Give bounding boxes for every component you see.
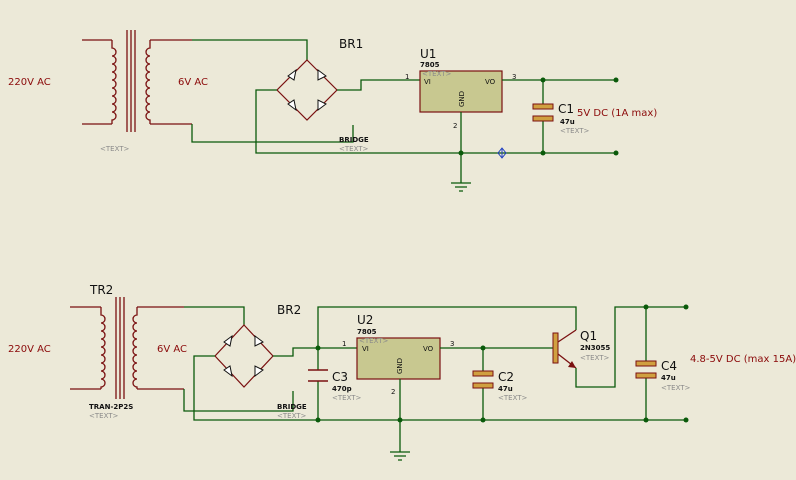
capacitor-c2[interactable] xyxy=(472,370,494,389)
transformer-1-text: <TEXT> xyxy=(100,145,130,153)
u1-pin1-number: 1 xyxy=(405,73,409,81)
u1-pin3-number: 3 xyxy=(512,73,516,81)
wire-br1-plus[interactable] xyxy=(337,79,420,91)
bridge-rectifier-1[interactable] xyxy=(276,59,338,121)
capacitor-c3-text: <TEXT> xyxy=(332,394,362,402)
capacitor-c2-text: <TEXT> xyxy=(498,394,528,402)
capacitor-c1-value: 47u xyxy=(560,118,575,126)
transistor-q1-name: Q1 xyxy=(580,329,597,343)
u1-pin-vo: VO xyxy=(485,78,496,86)
transformer-1[interactable] xyxy=(82,30,192,132)
u2-pin3-number: 3 xyxy=(450,340,454,348)
circuit-1: 220V AC 6V AC <TEXT> BR1 BRIDGE <TEXT> U… xyxy=(8,30,657,192)
capacitor-c1[interactable] xyxy=(532,103,554,122)
wire-gnd-rail-2[interactable] xyxy=(193,355,686,421)
transformer-2-text: <TEXT> xyxy=(89,412,119,420)
capacitor-c1-name: C1 xyxy=(558,102,574,116)
capacitor-c1-text: <TEXT> xyxy=(560,127,590,135)
capacitor-c4-value: 47u xyxy=(661,374,676,382)
wire-top-rail-2[interactable] xyxy=(317,306,577,348)
transistor-q1-part: 2N3055 xyxy=(580,344,610,352)
input-voltage-label-2: 220V AC xyxy=(8,344,51,355)
bridge-2-text: <TEXT> xyxy=(277,412,307,420)
ground-icon xyxy=(451,182,471,192)
circuit-2: TR2 220V AC 6V AC TRAN-2P2S <TEXT> BR2 B… xyxy=(8,283,796,461)
bridge-2-type: BRIDGE xyxy=(277,403,307,411)
regulator-u1-text: <TEXT> xyxy=(422,70,452,78)
regulator-u2-name: U2 xyxy=(357,313,373,327)
capacitor-c4-name: C4 xyxy=(661,359,677,373)
secondary-voltage-label-2: 6V AC xyxy=(157,344,187,355)
bridge-rectifier-2[interactable] xyxy=(214,324,274,388)
wire-tr2-bottom[interactable] xyxy=(183,389,294,412)
wire-br2-plus[interactable] xyxy=(273,347,357,357)
capacitor-c4-text: <TEXT> xyxy=(661,384,691,392)
transistor-q1[interactable] xyxy=(552,329,577,369)
bridge-1-text: <TEXT> xyxy=(339,145,369,153)
u2-pin-gnd: GND xyxy=(396,358,404,374)
transformer-2-name: TR2 xyxy=(89,283,113,297)
capacitor-c3-value: 470p xyxy=(332,385,352,393)
u2-pin2-number: 2 xyxy=(391,388,395,396)
capacitor-c3[interactable] xyxy=(308,369,328,382)
regulator-u1-part: 7805 xyxy=(420,61,440,69)
capacitor-c2-name: C2 xyxy=(498,370,514,384)
regulator-u2-part: 7805 xyxy=(357,328,377,336)
transistor-q1-text: <TEXT> xyxy=(580,354,610,362)
output-label-2: 4.8-5V DC (max 15A) xyxy=(690,354,796,365)
regulator-u1-name: U1 xyxy=(420,47,436,61)
wire-gnd-rail-1[interactable] xyxy=(255,89,616,154)
regulator-u1[interactable] xyxy=(419,70,503,113)
u1-pin2-number: 2 xyxy=(453,122,457,130)
u2-pin-vi: VI xyxy=(362,345,369,353)
capacitor-c4[interactable] xyxy=(635,360,657,379)
wire-tr2-top[interactable] xyxy=(184,306,245,325)
u2-pin1-number: 1 xyxy=(342,340,346,348)
u1-pin-gnd: GND xyxy=(458,91,466,107)
u1-pin-vi: VI xyxy=(424,78,431,86)
input-voltage-label-1: 220V AC xyxy=(8,77,51,88)
wire-tr1-bottom[interactable] xyxy=(191,124,354,143)
regulator-u2[interactable] xyxy=(356,337,441,380)
regulator-u2-text: <TEXT> xyxy=(359,337,389,345)
wire-tr1-top[interactable] xyxy=(192,39,308,60)
output-label-1: 5V DC (1A max) xyxy=(577,108,657,119)
bridge-2-name: BR2 xyxy=(277,303,301,317)
wire-emitter-out[interactable] xyxy=(575,306,686,388)
transformer-2-part: TRAN-2P2S xyxy=(89,403,133,411)
wire-probe-marker[interactable] xyxy=(497,147,507,159)
ground-icon xyxy=(390,451,410,461)
capacitor-c2-value: 47u xyxy=(498,385,513,393)
capacitor-c3-name: C3 xyxy=(332,370,348,384)
bridge-1-type: BRIDGE xyxy=(339,136,369,144)
u2-pin-vo: VO xyxy=(423,345,434,353)
secondary-voltage-label-1: 6V AC xyxy=(178,77,208,88)
transformer-2[interactable] xyxy=(70,297,184,399)
bridge-1-name: BR1 xyxy=(339,37,363,51)
